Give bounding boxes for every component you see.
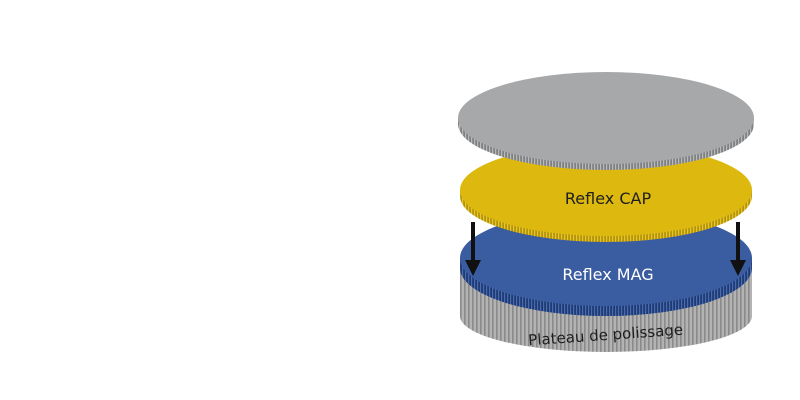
mag-label: Reflex MAG	[562, 265, 653, 284]
left-arrow	[465, 222, 481, 276]
right-arrow	[730, 222, 746, 276]
left-arrow-head-icon	[465, 260, 481, 276]
left-arrow-shaft	[471, 222, 475, 262]
top-disc-top	[458, 72, 754, 164]
cap-top	[460, 144, 752, 236]
right-arrow-head-icon	[730, 260, 746, 276]
cap-label: Reflex CAP	[565, 189, 652, 208]
top-disc-layer	[458, 72, 754, 170]
cap-layer	[460, 144, 752, 242]
right-arrow-shaft	[736, 222, 740, 262]
